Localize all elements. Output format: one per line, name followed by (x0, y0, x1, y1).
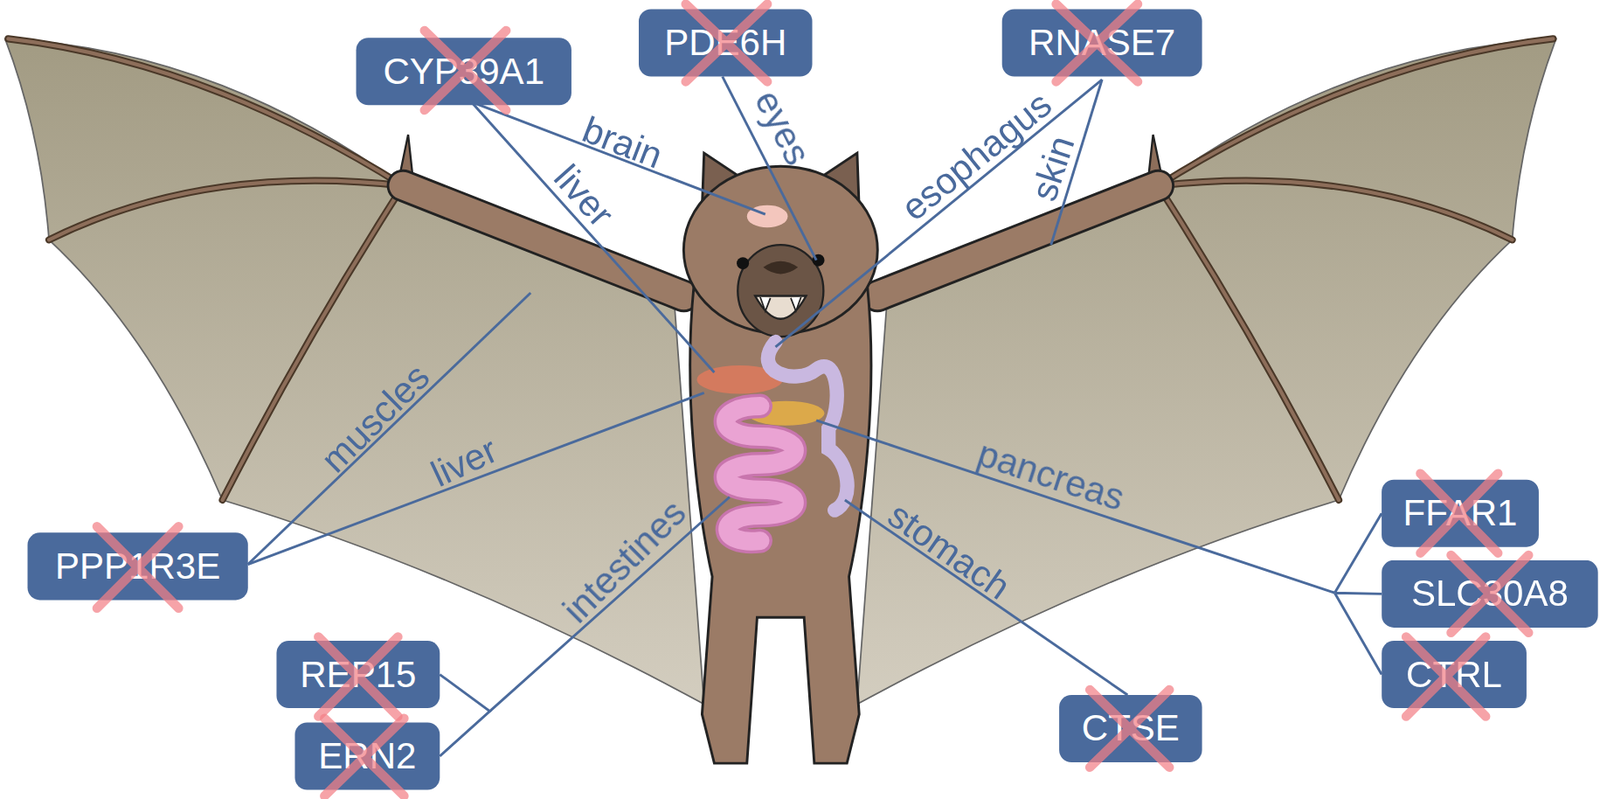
gene-box: ERN2 (294, 721, 440, 790)
gene-name: RNASE7 (1028, 23, 1176, 63)
gene-box: FFAR1 (1381, 479, 1539, 548)
eye (736, 256, 749, 270)
intestines-outline (726, 406, 796, 542)
cross-marks (96, 4, 1529, 797)
mouth (754, 296, 806, 319)
left-wing (5, 38, 705, 704)
tissue-label: brain (577, 110, 667, 175)
leader-line (1334, 512, 1382, 674)
nose (762, 261, 798, 275)
gene-box: SLC30A8 (1381, 560, 1599, 628)
gene-name: PPP1R3E (55, 547, 221, 586)
gene-box: CYP39A1 (356, 37, 572, 105)
gene-name: CTSE (1081, 708, 1180, 748)
gene-name: ERN2 (318, 736, 416, 776)
gene-box: CTRL (1381, 640, 1527, 708)
gene-name: PDE6H (664, 23, 787, 63)
tissue-label: skin (1025, 131, 1081, 206)
leader-line (775, 79, 1102, 347)
gene-name: CYP39A1 (382, 52, 545, 91)
gene-box: RNASE7 (1002, 9, 1203, 77)
gene-name: REP15 (299, 655, 416, 694)
leader-line (439, 674, 490, 756)
gene-box: CTSE (1059, 694, 1202, 762)
gene-box: REP15 (276, 640, 440, 708)
leader-line (722, 76, 817, 261)
tissue-label: esophagus (894, 85, 1058, 228)
gene-name: SLC30A8 (1411, 574, 1569, 613)
leader-lines (248, 76, 1382, 756)
teeth (760, 297, 802, 312)
tissue-label: liver (547, 158, 621, 233)
leader-line (470, 102, 765, 215)
muzzle (737, 244, 824, 337)
intestines (726, 406, 796, 542)
gene-name: CTRL (1406, 655, 1503, 694)
tissue-label: eyes (748, 84, 818, 171)
bat-body (690, 285, 872, 763)
gene-box: PDE6H (638, 9, 813, 77)
leader-line (248, 292, 531, 565)
gene-name: FFAR1 (1403, 493, 1518, 533)
leader-line (490, 496, 730, 711)
gene-box: PPP1R3E (27, 532, 249, 600)
leader-line (470, 102, 714, 373)
